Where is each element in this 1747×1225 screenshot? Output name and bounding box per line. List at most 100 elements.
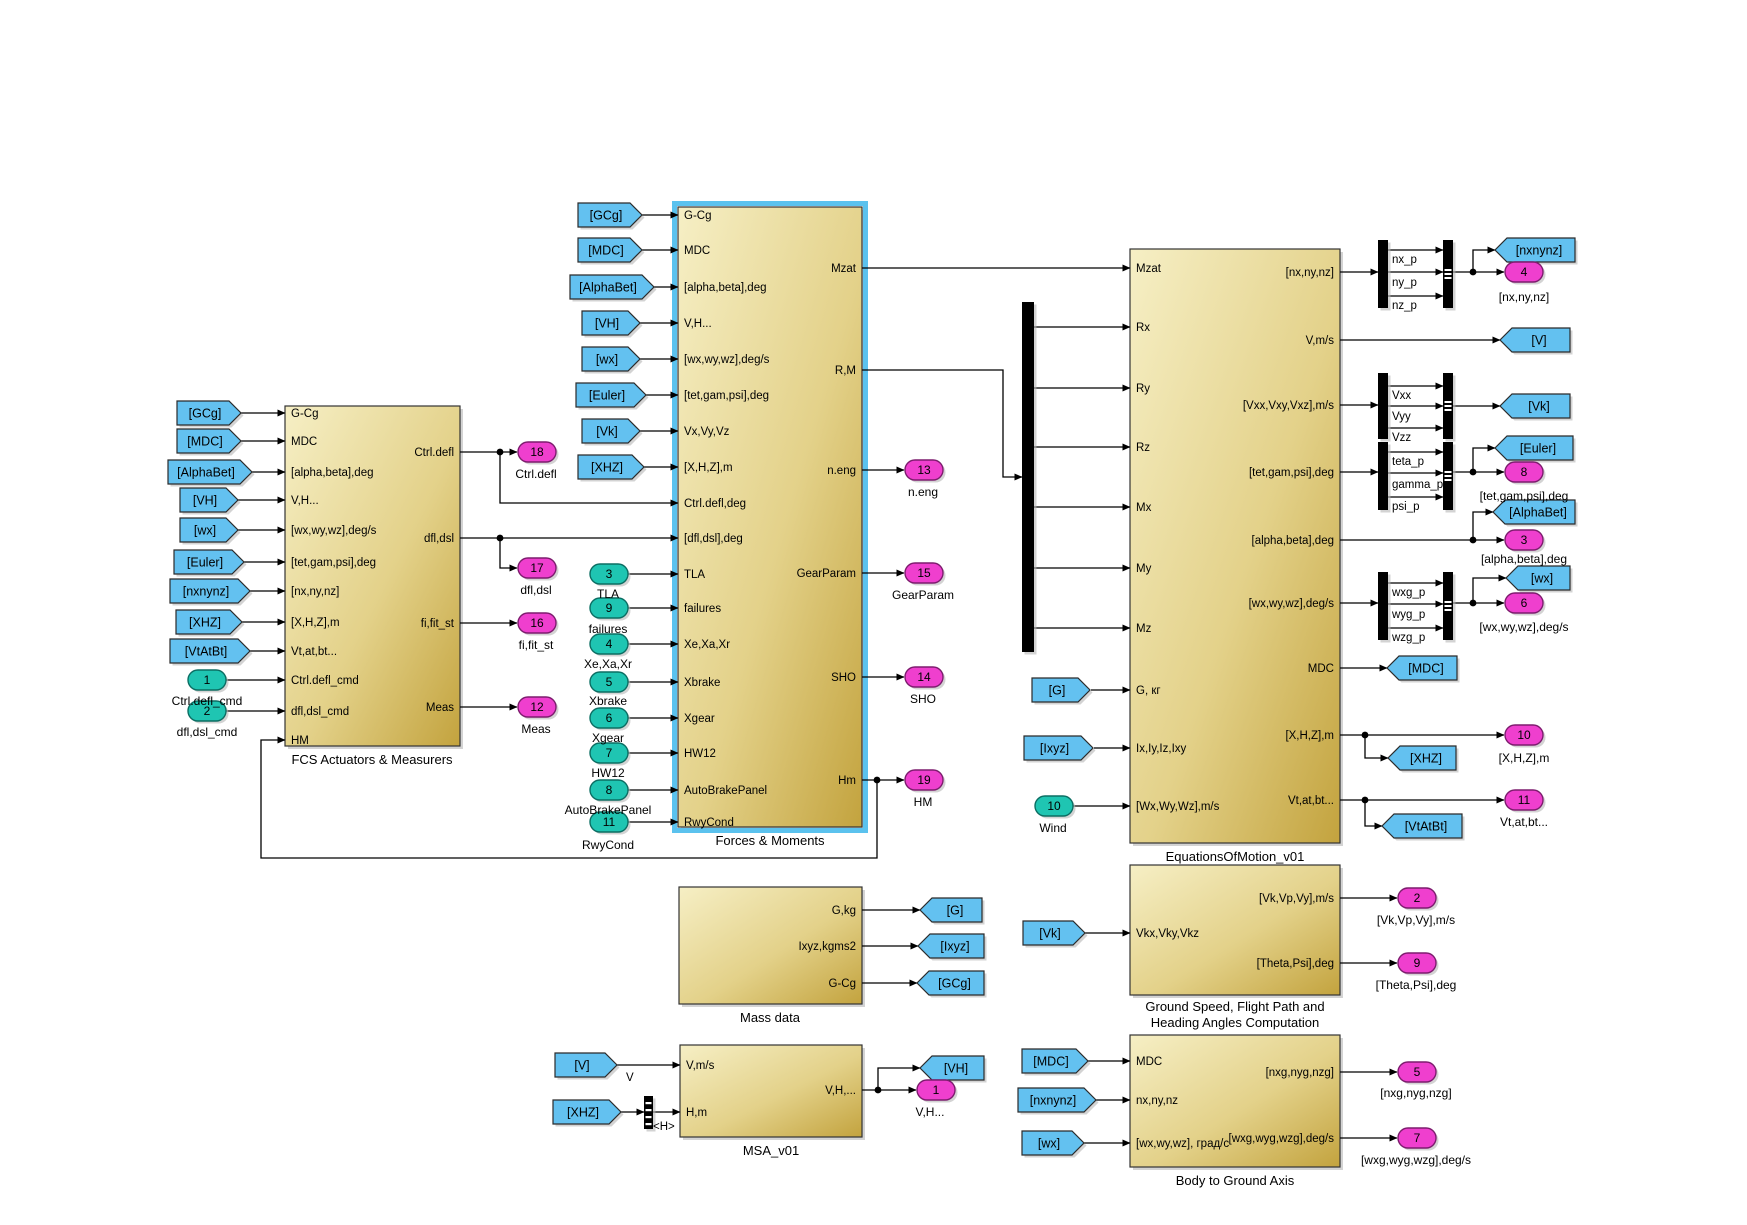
demux-block[interactable] [1378,442,1391,513]
tag-shape[interactable] [1499,393,1571,419]
tag-shape[interactable] [577,237,643,263]
demux-block[interactable] [1378,240,1391,311]
port-shape[interactable] [589,811,629,833]
tag-shape[interactable] [1381,813,1463,839]
block-body[interactable] [1129,1034,1341,1168]
outport-7[interactable]: 7 [1397,1127,1439,1151]
outport-10[interactable]: 10 [1504,724,1546,748]
port-shape[interactable] [1504,261,1544,283]
port-shape[interactable] [187,669,227,691]
signal-line[interactable] [1472,246,1496,272]
tag-shape[interactable] [1505,565,1571,591]
goto-tag-vtatbt[interactable]: [VtAtBt] [1381,813,1465,841]
tag-shape[interactable] [173,549,245,575]
outport-3[interactable]: 3 [1504,529,1546,553]
from-tag-vtatbt[interactable]: [VtAtBt] [169,638,253,666]
from-tag-vk[interactable]: [Vk] [1022,920,1088,948]
tag-shape[interactable] [179,517,239,543]
demux-block[interactable] [1378,572,1391,643]
tag-shape[interactable] [581,418,641,444]
inport-6[interactable]: 6 [589,707,631,731]
from-tag-alphabet[interactable]: [AlphaBet] [569,274,657,302]
port-shape[interactable] [904,769,944,791]
goto-tag-nxnynz[interactable]: [nxnynz] [1494,237,1578,265]
bar-body[interactable] [1378,373,1388,439]
inport-9[interactable]: 9 [589,597,631,621]
port-shape[interactable] [517,696,557,718]
inport-3[interactable]: 3 [589,563,631,587]
tag-shape[interactable] [1386,655,1458,681]
port-shape[interactable] [589,742,629,764]
signal-line[interactable] [1472,444,1496,472]
port-shape[interactable] [589,779,629,801]
tag-shape[interactable] [175,609,243,635]
tag-shape[interactable] [1022,920,1086,946]
from-tag-nxnynz[interactable]: [nxnynz] [1017,1087,1099,1115]
port-shape[interactable] [1504,461,1544,483]
tag-shape[interactable] [1494,435,1574,461]
tag-shape[interactable] [176,400,242,426]
goto-tag-gcg[interactable]: [GCg] [916,970,987,998]
signal-line[interactable] [1364,735,1389,762]
mux-block[interactable] [1443,240,1456,311]
goto-tag-g[interactable]: [G] [919,897,985,925]
port-shape[interactable] [1034,795,1074,817]
inport-11[interactable]: 11 [589,811,631,835]
port-shape[interactable] [517,441,557,463]
from-tag-gcg[interactable]: [GCg] [176,400,244,428]
tag-shape[interactable] [167,459,253,485]
from-tag-alphabet[interactable]: [AlphaBet] [167,459,255,487]
tag-shape[interactable] [1499,327,1571,353]
block-body[interactable] [677,206,863,828]
outport-4[interactable]: 4 [1504,261,1546,285]
outport-17[interactable]: 17 [517,557,559,581]
port-shape[interactable] [904,459,944,481]
port-shape[interactable] [589,597,629,619]
signal-line[interactable] [499,538,518,572]
from-tag-euler[interactable]: [Euler] [173,549,247,577]
signal-line[interactable] [260,736,878,859]
selector-block[interactable] [644,1096,656,1132]
tag-shape[interactable] [919,897,983,923]
tag-shape[interactable] [916,970,985,996]
from-tag-vk[interactable]: [Vk] [581,418,643,446]
from-tag-nxnynz[interactable]: [nxnynz] [169,578,253,606]
signal-line[interactable] [862,369,1023,481]
goto-tag-alphabet[interactable]: [AlphaBet] [1492,499,1578,527]
port-shape[interactable] [589,707,629,729]
tag-shape[interactable] [1494,237,1576,263]
block-fcs[interactable]: G-CgMDC[alpha,beta],degV,H...[wx,wy,wz],… [284,405,463,767]
port-shape[interactable] [1504,529,1544,551]
from-tag-mdc[interactable]: [MDC] [1021,1048,1091,1076]
port-shape[interactable] [589,563,629,585]
demux-block[interactable] [1022,302,1037,655]
tag-shape[interactable] [169,638,251,664]
port-shape[interactable] [904,562,944,584]
port-shape[interactable] [589,633,629,655]
tag-shape[interactable] [575,382,647,408]
port-shape[interactable] [517,612,557,634]
inport-8[interactable]: 8 [589,779,631,803]
mux-block[interactable] [1443,373,1456,442]
port-shape[interactable] [517,557,557,579]
from-tag-g[interactable]: [G] [1031,677,1093,705]
outport-14[interactable]: 14 [904,666,946,690]
from-tag-xhz[interactable]: [XHZ] [552,1099,624,1127]
tag-shape[interactable] [577,454,645,480]
from-tag-wx[interactable]: [wx] [1021,1130,1087,1158]
port-shape[interactable] [1397,1061,1437,1083]
from-tag-wx[interactable]: [wx] [179,517,241,545]
from-tag-v[interactable]: [V] [554,1052,620,1080]
mux-block[interactable] [1443,572,1456,643]
tag-shape[interactable] [1021,1048,1089,1074]
port-shape[interactable] [1504,789,1544,811]
tag-shape[interactable] [581,346,641,372]
tag-shape[interactable] [1023,735,1094,761]
port-shape[interactable] [1397,952,1437,974]
from-tag-xhz[interactable]: [XHZ] [577,454,647,482]
block-body[interactable] [1129,864,1341,996]
block-msa[interactable]: V,m/sH,mV,H,...MSA_v01 [679,1044,865,1158]
tag-shape[interactable] [1031,677,1091,703]
